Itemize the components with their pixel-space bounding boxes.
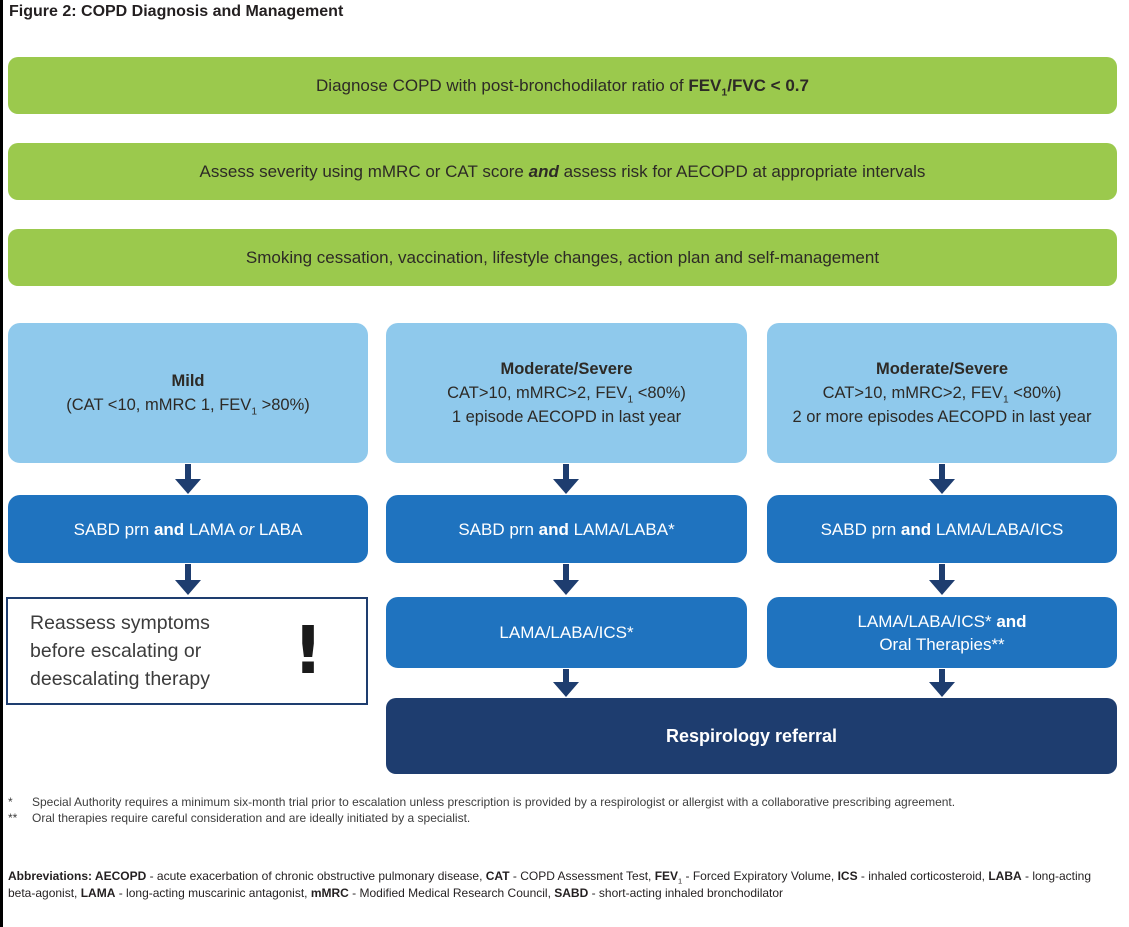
reassess-text: Reassess symptoms before escalating or d… — [30, 612, 210, 690]
banner-assess-severity-text: Assess severity using mMRC or CAT score … — [199, 161, 926, 181]
figure-title: Figure 2: COPD Diagnosis and Management — [9, 3, 344, 20]
severity-box-mild: Mild (CAT <10, mMRC 1, FEV1 >80%) — [8, 323, 368, 463]
severity-mild-criteria: (CAT <10, mMRC 1, FEV1 >80%) — [66, 396, 310, 418]
footnote-marker: ** — [8, 811, 18, 825]
severity-box-moderate-two-episodes: Moderate/Severe CAT>10, mMRC>2, FEV1 <80… — [767, 323, 1117, 463]
down-arrow-icon — [175, 564, 201, 595]
footnote-text: Special Authority requires a minimum six… — [32, 795, 956, 809]
respirology-referral-label: Respirology referral — [665, 725, 838, 746]
down-arrow-icon — [175, 464, 201, 494]
banner-assess-severity: Assess severity using mMRC or CAT score … — [8, 143, 1117, 200]
reassess-warning-box: Reassess symptoms before escalating or d… — [6, 597, 368, 705]
therapy-box-moderate1-second-line: LAMA/LABA/ICS* — [386, 597, 747, 668]
banner-lifestyle: Smoking cessation, vaccination, lifestyl… — [8, 229, 1117, 286]
banner-lifestyle-text: Smoking cessation, vaccination, lifestyl… — [245, 247, 880, 267]
footnote-double-asterisk: ** Oral therapies require careful consid… — [8, 810, 1122, 826]
footnote-marker: * — [8, 795, 13, 809]
banner-diagnose-text: Diagnose COPD with post-bronchodilator r… — [316, 75, 809, 98]
left-border-rule — [0, 0, 3, 927]
severity-moderate2-criteria: CAT>10, mMRC>2, FEV1 <80%) — [822, 384, 1062, 406]
severity-moderate1-title: Moderate/Severe — [500, 360, 633, 378]
therapy-box-moderate2-second-line: LAMA/LABA/ICS* and Oral Therapies** — [767, 597, 1117, 668]
therapy-box-moderate1-first-line: SABD prn and LAMA/LABA* — [386, 495, 747, 563]
severity-moderate1-criteria: CAT>10, mMRC>2, FEV1 <80%) — [447, 384, 686, 406]
therapy-moderate2-first-text: SABD prn and LAMA/LABA/ICS — [820, 519, 1064, 539]
therapy-mild-first-text: SABD prn and LAMA or LABA — [73, 519, 303, 539]
severity-moderate1-episodes: 1 episode AECOPD in last year — [451, 408, 682, 426]
footnotes: * Special Authority requires a minimum s… — [8, 794, 1122, 826]
therapy-moderate2-second-line1: LAMA/LABA/ICS* and — [857, 611, 1027, 631]
therapy-box-mild-first-line: SABD prn and LAMA or LABA — [8, 495, 368, 563]
severity-moderate2-title: Moderate/Severe — [875, 360, 1009, 378]
exclamation-icon: ! — [293, 612, 324, 689]
therapy-moderate1-second-text: LAMA/LABA/ICS* — [499, 623, 634, 642]
down-arrow-icon — [553, 669, 579, 697]
severity-mild-title: Mild — [171, 372, 205, 390]
down-arrow-icon — [929, 564, 955, 595]
footnote-single-asterisk: * Special Authority requires a minimum s… — [8, 794, 1122, 810]
down-arrow-icon — [553, 564, 579, 595]
abbreviations-text: Abbreviations: AECOPD - acute exacerbati… — [8, 869, 1092, 900]
therapy-moderate2-second-line2: Oral Therapies** — [879, 634, 1005, 654]
footnote-text: Oral therapies require careful considera… — [32, 811, 471, 825]
down-arrow-icon — [553, 464, 579, 494]
down-arrow-icon — [929, 669, 955, 697]
banner-diagnose: Diagnose COPD with post-bronchodilator r… — [8, 57, 1117, 114]
therapy-moderate1-first-text: SABD prn and LAMA/LABA* — [458, 519, 675, 539]
severity-moderate2-episodes: 2 or more episodes AECOPD in last year — [792, 408, 1092, 426]
down-arrow-icon — [929, 464, 955, 494]
respirology-referral-box: Respirology referral — [386, 698, 1117, 774]
severity-box-moderate-one-episode: Moderate/Severe CAT>10, mMRC>2, FEV1 <80… — [386, 323, 747, 463]
therapy-box-moderate2-first-line: SABD prn and LAMA/LABA/ICS — [767, 495, 1117, 563]
